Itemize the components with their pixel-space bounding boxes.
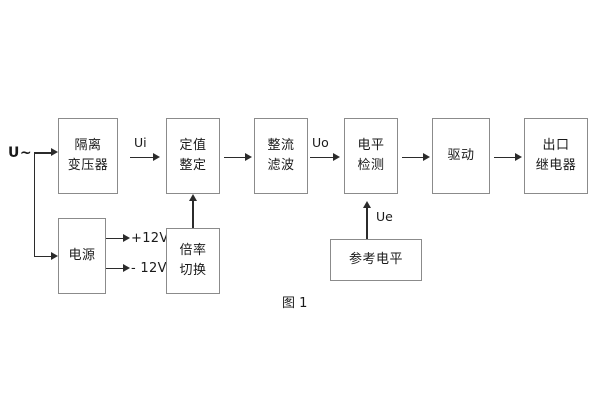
wire-isolation-to-setting <box>130 157 154 159</box>
signal-label-ui: Ui <box>134 135 147 150</box>
block-level-detect-line2: 检测 <box>357 158 385 173</box>
arrowhead-rail-positive <box>123 234 130 242</box>
wire-rail-positive <box>106 238 124 240</box>
arrowhead-rectify-to-level <box>333 153 340 161</box>
block-rectify-filter[interactable]: 整流 滤波 <box>254 118 308 194</box>
arrowhead-reference-to-level <box>362 201 371 208</box>
block-level-detect[interactable]: 电平 检测 <box>344 118 398 194</box>
wire-setting-to-rectify <box>224 157 246 159</box>
arrowhead-setting-to-rectify <box>245 153 252 161</box>
block-isolation-transformer[interactable]: 隔离 变压器 <box>58 118 118 194</box>
wire-source-to-isolation <box>34 152 52 154</box>
block-setting-value[interactable]: 定值 整定 <box>166 118 220 194</box>
block-output-relay[interactable]: 出口 继电器 <box>524 118 588 194</box>
block-setting-value-line1: 定值 <box>179 137 207 153</box>
arrowhead-drive-to-relay <box>515 153 522 161</box>
arrowhead-level-to-drive <box>423 153 430 161</box>
wire-level-to-drive <box>402 157 424 159</box>
arrowhead-source-to-isolation <box>51 148 58 157</box>
block-setting-value-line2: 整定 <box>179 158 207 173</box>
arrowhead-rail-negative <box>123 264 130 272</box>
arrowhead-multiplier-to-setting <box>188 194 197 201</box>
block-output-relay-line2: 继电器 <box>535 158 577 173</box>
block-drive-line1: 驱动 <box>447 147 475 163</box>
block-rectify-filter-line1: 整流 <box>267 137 295 153</box>
block-output-relay-line1: 出口 <box>542 137 570 153</box>
block-reference-level[interactable]: 参考电平 <box>330 239 422 281</box>
wire-drive-to-relay <box>494 157 516 159</box>
wire-rail-negative <box>106 268 124 270</box>
block-multiplier-switch[interactable]: 倍率 切换 <box>166 228 220 294</box>
rail-label-negative: - 12V <box>131 261 167 276</box>
block-multiplier-switch-line1: 倍率 <box>179 242 207 258</box>
rail-label-positive: +12V <box>131 231 169 246</box>
block-isolation-transformer-line2: 变压器 <box>67 158 109 173</box>
block-reference-level-line1: 参考电平 <box>348 251 403 267</box>
block-multiplier-switch-line2: 切换 <box>179 263 207 278</box>
figure-caption: 图 1 <box>282 296 308 311</box>
arrowhead-source-to-power <box>51 252 58 260</box>
wire-source-trunk <box>34 152 36 258</box>
wire-multiplier-to-setting <box>192 200 194 228</box>
source-voltage-label: U~ <box>8 145 33 161</box>
signal-label-uo: Uo <box>312 135 329 150</box>
signal-label-ue: Ue <box>376 209 393 224</box>
block-power-supply[interactable]: 电源 <box>58 218 106 294</box>
wire-rectify-to-level <box>310 157 334 159</box>
arrowhead-isolation-to-setting <box>153 153 160 161</box>
wire-reference-to-level <box>366 207 368 239</box>
block-level-detect-line1: 电平 <box>357 137 385 153</box>
block-isolation-transformer-line1: 隔离 <box>74 137 102 153</box>
block-drive[interactable]: 驱动 <box>432 118 490 194</box>
block-rectify-filter-line2: 滤波 <box>267 158 295 173</box>
wire-source-to-power <box>34 256 52 258</box>
block-power-supply-line1: 电源 <box>68 247 96 263</box>
